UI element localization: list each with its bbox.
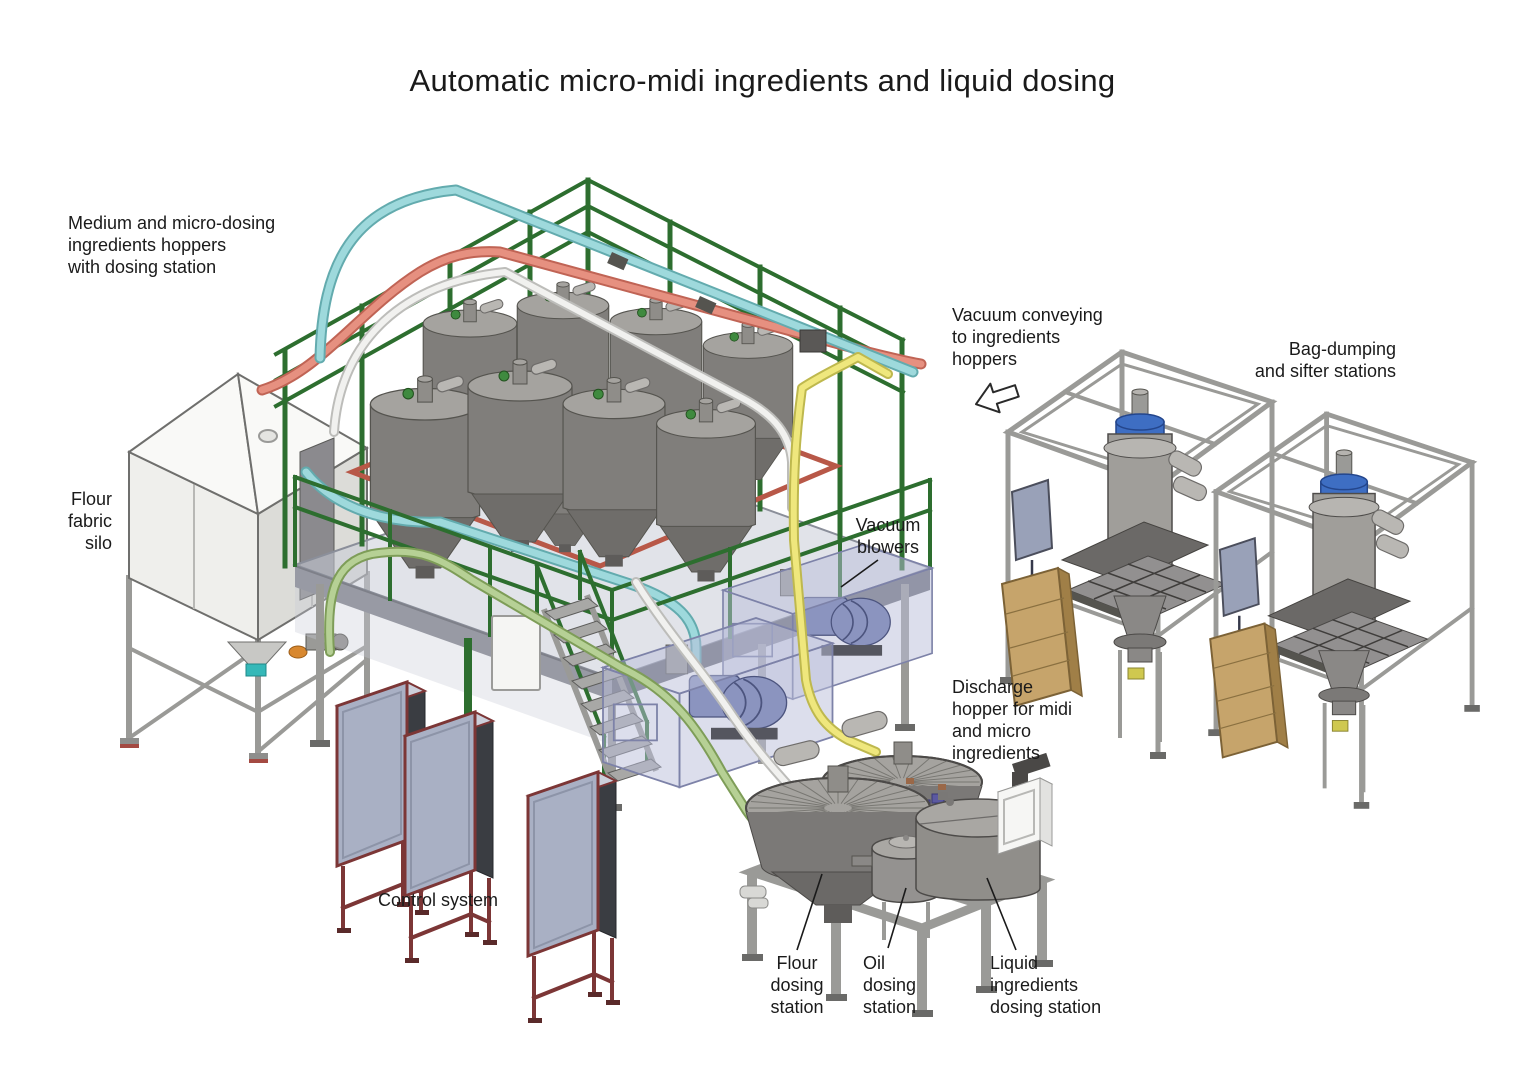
ingredient-hoppers — [369, 280, 794, 583]
label-vacuum-conveying: Vacuum conveying to ingredients hoppers — [952, 305, 1103, 369]
label-flour-dosing: Flour dosing station — [770, 953, 824, 1017]
control-cabinet — [526, 770, 622, 1025]
panel-frame-box — [996, 777, 1054, 855]
label-bag-dumping: Bag-dumping and sifter stations — [1254, 339, 1396, 381]
label-control-system: Control system — [378, 890, 499, 910]
diagram-title: Automatic micro-midi ingredients and liq… — [409, 63, 1116, 98]
label-oil-dosing: Oil dosing station — [863, 953, 917, 1017]
electrical-box — [491, 615, 541, 691]
conveying-pipes — [256, 184, 927, 668]
label-liquid-dosing: Liquid ingredients dosing station — [990, 953, 1102, 1017]
label-medium-micro-hoppers: Medium and micro-dosing ingredients hopp… — [68, 213, 276, 277]
bag-dump-station — [1208, 414, 1480, 809]
label-flour-fabric-silo: Flour fabric silo — [67, 489, 112, 553]
dosing-stations — [738, 710, 1056, 1017]
leader-lines — [796, 559, 1017, 951]
label-discharge-hopper: Discharge hopper for midi and micro ingr… — [952, 677, 1073, 763]
label-vacuum-blowers: Vacuum blowers — [855, 515, 921, 557]
control-cabinet — [403, 710, 499, 965]
vacuum-conveying-arrow-icon — [974, 382, 1020, 414]
control-system-cabinets — [335, 680, 622, 1025]
